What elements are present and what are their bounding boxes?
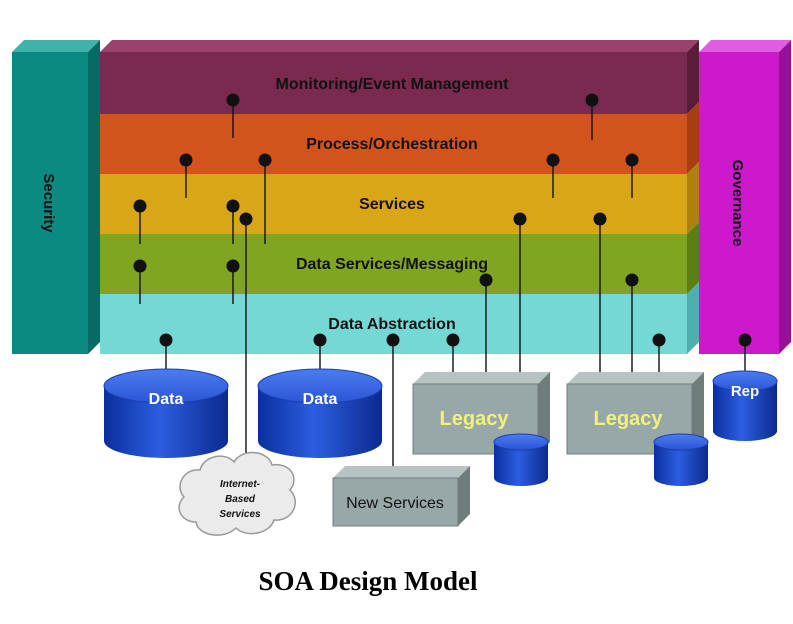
- connector-dots: [133, 93, 752, 347]
- rep-label: Rep: [731, 383, 759, 400]
- legacy-database-1: [493, 433, 549, 486]
- connector-dot: [585, 93, 599, 107]
- governance-label: Governance: [729, 160, 746, 247]
- connector-dot: [446, 333, 460, 347]
- data-label-1: Data: [149, 391, 184, 408]
- cloud-label-line-1: Internet-: [220, 479, 261, 490]
- connector-dot: [652, 333, 666, 347]
- layer-label-services: Services: [359, 196, 425, 213]
- layer-data-services: [100, 234, 687, 294]
- connector-dot: [258, 153, 272, 167]
- new-services-box: New Services: [332, 466, 470, 527]
- governance-pillar-front: [699, 52, 779, 354]
- new-services-label: New Services: [346, 495, 444, 512]
- legacy-system-2: Legacy: [566, 372, 704, 455]
- legacy-database-2: [653, 433, 709, 486]
- governance-pillar: Governance: [699, 40, 791, 354]
- internet-based-services-cloud: Internet- Based Services: [178, 451, 296, 536]
- connector-dot: [226, 199, 240, 213]
- connector-dot: [239, 212, 253, 226]
- connector-dot: [738, 333, 752, 347]
- diagram-caption: SOA Design Model: [258, 566, 478, 596]
- legacy-label-2: Legacy: [594, 408, 664, 430]
- data-database-1: Data: [103, 368, 229, 458]
- connector-dot: [625, 273, 639, 287]
- layer-label-process: Process/Orchestration: [306, 136, 478, 153]
- layer-label-data-abstraction: Data Abstraction: [328, 316, 455, 333]
- layer-services: [100, 174, 687, 234]
- data-database-2: Data: [257, 368, 383, 458]
- connector-dot: [625, 153, 639, 167]
- cloud-label-line-2: Based: [225, 494, 256, 505]
- connector-dot: [133, 259, 147, 273]
- connector-dot: [513, 212, 527, 226]
- connector-dot: [313, 333, 327, 347]
- connector-dot: [159, 333, 173, 347]
- layer-process: [100, 114, 687, 174]
- layer-label-monitoring: Monitoring/Event Management: [276, 76, 510, 93]
- connector-dot: [133, 199, 147, 213]
- connector-dot: [226, 259, 240, 273]
- connector-dot: [546, 153, 560, 167]
- connector-dot: [593, 212, 607, 226]
- security-label: Security: [40, 173, 57, 233]
- legacy-system-1: Legacy: [412, 372, 550, 455]
- connector-dot: [479, 273, 493, 287]
- layer-stack: Monitoring/Event Management Process/Orch…: [100, 40, 699, 354]
- connector-dot: [179, 153, 193, 167]
- rep-database: Rep: [712, 370, 778, 441]
- layer-label-data-services: Data Services/Messaging: [296, 256, 488, 273]
- connector-dot: [226, 93, 240, 107]
- data-label-2: Data: [303, 391, 338, 408]
- security-pillar-front: [12, 52, 88, 354]
- legacy-label-1: Legacy: [440, 408, 510, 430]
- cloud-label-line-3: Services: [219, 509, 261, 520]
- security-pillar: Security: [12, 40, 100, 354]
- connector-dot: [386, 333, 400, 347]
